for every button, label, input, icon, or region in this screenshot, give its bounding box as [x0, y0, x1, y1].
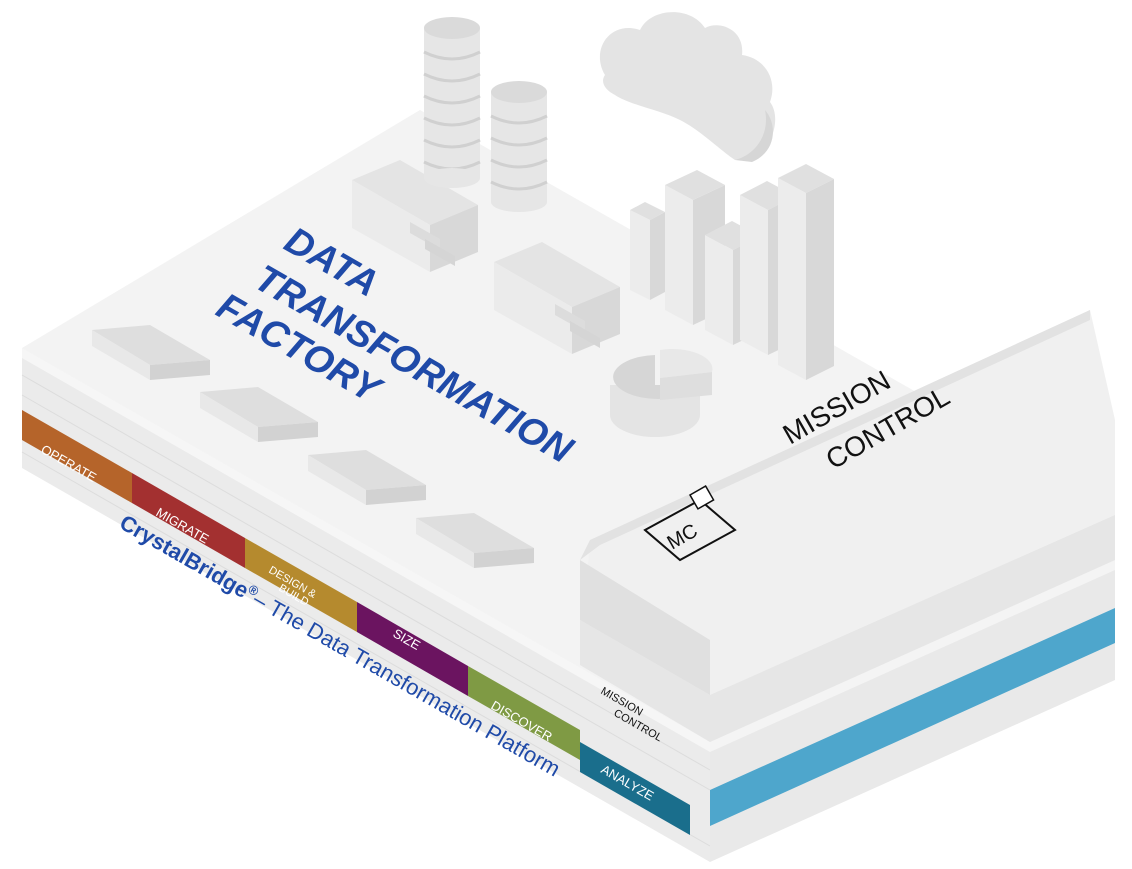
bar-5	[778, 164, 834, 380]
wedge-3	[308, 450, 426, 505]
cloud-icon	[599, 12, 776, 162]
database-stack-2	[490, 81, 548, 212]
server-boxes	[352, 160, 620, 354]
analyze-blue-stripe	[710, 608, 1115, 826]
mission-control-block	[580, 310, 1115, 742]
stage-bands	[22, 410, 690, 835]
bar-1	[630, 202, 665, 300]
band-size	[357, 602, 468, 696]
band-discover	[468, 666, 580, 760]
factory-wedges	[92, 325, 534, 568]
band-analyze	[580, 742, 690, 835]
pie-chart-icon	[610, 349, 713, 437]
server-box-2	[494, 242, 620, 354]
server-box-1	[352, 160, 478, 272]
platform-front-right-face	[710, 560, 1115, 862]
database-stack-1	[423, 17, 481, 188]
wedge-1	[92, 325, 210, 380]
band-design-build	[245, 538, 357, 632]
wedge-4	[416, 513, 534, 568]
band-migrate	[132, 473, 245, 568]
band-operate	[22, 410, 132, 503]
bar-chart-icon	[630, 164, 834, 380]
wedge-2	[200, 387, 318, 442]
